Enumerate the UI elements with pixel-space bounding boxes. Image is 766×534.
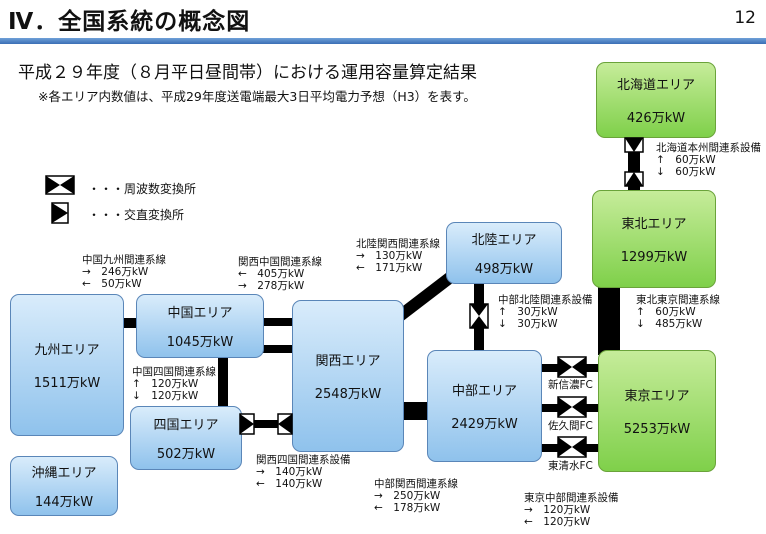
- ic-reverse: ← 178万kW: [374, 502, 441, 514]
- area-name: 北陸エリア: [471, 233, 537, 248]
- area-value: 502万kW: [156, 447, 216, 462]
- area-name: 中国エリア: [167, 306, 233, 321]
- area-name: 四国エリア: [153, 418, 219, 433]
- ic-reverse: ↓ 120万kW: [132, 390, 199, 402]
- area-okinawa[interactable]: 沖縄エリア 144万kW: [10, 456, 118, 516]
- area-kyushu[interactable]: 九州エリア 1511万kW: [10, 294, 124, 436]
- ic-name: 東北東京間連系線: [636, 294, 720, 306]
- area-hokkaido[interactable]: 北海道エリア 426万kW: [596, 62, 716, 138]
- area-name: 東京エリア: [624, 389, 690, 404]
- ic-reverse: ← 50万kW: [82, 278, 142, 290]
- ic-name: 東京中部間連系設備: [524, 492, 619, 504]
- area-value: 5253万kW: [623, 422, 691, 437]
- ic-kansai-chugoku: 関西中国間連系線← 405万kW→ 278万kW: [238, 256, 322, 292]
- ic-chugoku-shikoku: 中国四国間連系線↑ 120万kW↓ 120万kW: [132, 366, 216, 402]
- area-value: 2429万kW: [451, 417, 518, 432]
- ic-reverse: ← 171万kW: [356, 262, 423, 274]
- link-kansai-chubu: [400, 402, 430, 420]
- area-chubu[interactable]: 中部エリア 2429万kW: [427, 350, 542, 462]
- link-chugoku-kyushu: [110, 318, 140, 328]
- fc-higashishimizu-icon: [557, 436, 587, 458]
- ic-reverse: ↓ 30万kW: [498, 318, 558, 330]
- ic-hokuriku-kansai: 北陸関西間連系線→ 130万kW← 171万kW: [356, 238, 440, 274]
- area-tokyo[interactable]: 東京エリア 5253万kW: [598, 350, 716, 472]
- area-name: 沖縄エリア: [31, 466, 97, 481]
- area-name: 関西エリア: [315, 354, 381, 369]
- dc-legend-icon: [51, 202, 69, 224]
- ic-chugoku-kyushu: 中国九州間連系線→ 246万kW← 50万kW: [82, 254, 166, 290]
- page-number: 12: [734, 8, 756, 28]
- area-name: 東北エリア: [621, 217, 687, 232]
- ic-forward: ↑ 30万kW: [498, 306, 558, 318]
- area-value: 1299万kW: [620, 250, 688, 265]
- ic-name: 関西四国間連系設備: [256, 454, 351, 466]
- ic-forward: ← 405万kW: [238, 268, 305, 280]
- fc-higashishimizu-label: 東清水FC: [548, 460, 593, 472]
- fc-shinshinano-icon: [557, 356, 587, 378]
- ic-forward: ↑ 120万kW: [132, 378, 199, 390]
- ic-tokyo-chubu: 東京中部間連系設備→ 120万kW← 120万kW: [524, 492, 619, 528]
- ic-name: 関西中国間連系線: [238, 256, 322, 268]
- ic-chubu-kansai: 中部関西間連系線→ 250万kW← 178万kW: [374, 478, 458, 514]
- area-name: 北海道エリア: [616, 78, 695, 93]
- fc-sakuma-label: 佐久間FC: [548, 420, 593, 432]
- fc-shinshinano-label: 新信濃FC: [548, 379, 593, 391]
- area-tohoku[interactable]: 東北エリア 1299万kW: [592, 190, 716, 288]
- ic-reverse: ↓ 60万kW: [656, 166, 716, 178]
- area-shikoku[interactable]: 四国エリア 502万kW: [130, 406, 242, 470]
- note: ※各エリア内数値は、平成29年度送電端最大3日平均電力予想（H3）を表す。: [38, 89, 476, 104]
- area-hokuriku[interactable]: 北陸エリア 498万kW: [446, 222, 562, 284]
- link-chugoku-kansai-1: [262, 318, 294, 326]
- dc-converter-hokkaido-north-icon: [624, 137, 644, 153]
- ic-chubu-hokuriku: 中部北陸間連系設備↑ 30万kW↓ 30万kW: [498, 294, 593, 330]
- ic-reverse: ← 120万kW: [524, 516, 591, 528]
- ic-forward: → 140万kW: [256, 466, 323, 478]
- legend-dc-text: ・・・交直変換所: [88, 208, 185, 222]
- area-value: 498万kW: [474, 262, 534, 277]
- fc-legend-icon: [45, 175, 75, 195]
- area-value: 426万kW: [626, 111, 686, 126]
- ic-name: 中国四国間連系線: [132, 366, 216, 378]
- link-chugoku-shikoku: [218, 355, 228, 410]
- ic-reverse: ← 140万kW: [256, 478, 323, 490]
- ic-name: 中部北陸間連系設備: [498, 294, 593, 306]
- dc-converter-shikoku-icon: [239, 413, 255, 435]
- ic-kansai-shikoku: 関西四国間連系設備→ 140万kW← 140万kW: [256, 454, 351, 490]
- dc-converter-hokuriku-icon: [469, 303, 489, 329]
- ic-name: 中部関西間連系線: [374, 478, 458, 490]
- dc-converter-kansai-icon: [277, 413, 293, 435]
- header-rule: [0, 38, 766, 44]
- area-chugoku[interactable]: 中国エリア 1045万kW: [136, 294, 264, 358]
- ic-forward: → 130万kW: [356, 250, 423, 262]
- fc-sakuma-icon: [557, 396, 587, 418]
- dc-converter-hokkaido-south-icon: [624, 171, 644, 187]
- ic-forward: → 246万kW: [82, 266, 149, 278]
- area-name: 中部エリア: [451, 384, 517, 399]
- slide-title: Ⅳ．全国系統の概念図: [8, 9, 251, 35]
- ic-reverse: ↓ 485万kW: [636, 318, 703, 330]
- ic-forward: → 120万kW: [524, 504, 591, 516]
- ic-hokkaido-honshu: 北海道本州間連系設備↑ 60万kW↓ 60万kW: [656, 142, 761, 178]
- subtitle: 平成２９年度（８月平日昼間帯）における運用容量算定結果: [18, 63, 477, 83]
- ic-name: 中国九州間連系線: [82, 254, 166, 266]
- ic-name: 北陸関西間連系線: [356, 238, 440, 250]
- area-name: 九州エリア: [34, 343, 100, 358]
- ic-reverse: → 278万kW: [238, 280, 305, 292]
- link-chugoku-kansai-2: [262, 345, 294, 353]
- legend-fc-text: ・・・周波数変換所: [88, 182, 197, 196]
- area-value: 2548万kW: [314, 387, 382, 402]
- area-kansai[interactable]: 関西エリア 2548万kW: [292, 300, 404, 452]
- ic-forward: → 250万kW: [374, 490, 441, 502]
- ic-name: 北海道本州間連系設備: [656, 142, 761, 154]
- ic-forward: ↑ 60万kW: [636, 306, 696, 318]
- area-value: 144万kW: [34, 495, 94, 510]
- ic-forward: ↑ 60万kW: [656, 154, 716, 166]
- area-value: 1511万kW: [33, 376, 101, 391]
- link-shikoku-kansai: [240, 420, 295, 428]
- ic-tohoku-tokyo: 東北東京間連系線↑ 60万kW↓ 485万kW: [636, 294, 720, 330]
- area-value: 1045万kW: [166, 335, 234, 350]
